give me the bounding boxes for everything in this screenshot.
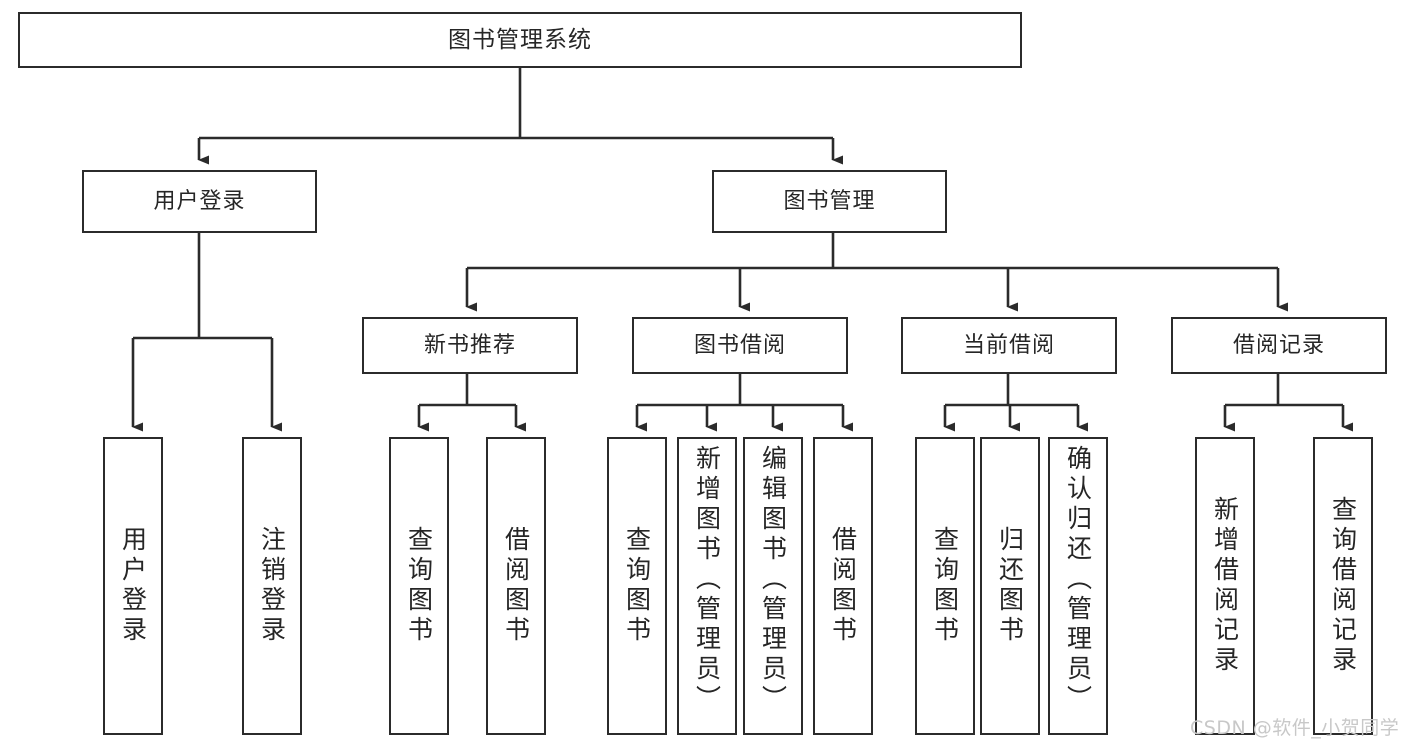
node-book-borrow[interactable]: 图书借阅: [632, 317, 848, 374]
node-leaf-add-borrow-record[interactable]: 新增借阅记录: [1195, 437, 1255, 735]
node-label: 借阅图书: [501, 526, 531, 646]
node-leaf-user-logout[interactable]: 注销登录: [242, 437, 302, 735]
node-label: 新书推荐: [423, 332, 516, 358]
node-leaf-add-book-admin[interactable]: 新增图书（管理员）: [677, 437, 737, 735]
node-label: 编辑图书（管理员）: [758, 445, 788, 715]
node-label: 确认归还（管理员）: [1063, 445, 1093, 715]
node-label: 当前借阅: [962, 332, 1055, 358]
node-label: 新增借阅记录: [1210, 496, 1240, 676]
node-leaf-query-book-borrow[interactable]: 查询图书: [607, 437, 667, 735]
node-book-manage[interactable]: 图书管理: [712, 170, 947, 233]
node-label: 新增图书（管理员）: [692, 445, 722, 715]
node-leaf-borrow-book-recommend[interactable]: 借阅图书: [486, 437, 546, 735]
node-label: 归还图书: [995, 526, 1025, 646]
node-label: 借阅图书: [828, 526, 858, 646]
node-borrow-record[interactable]: 借阅记录: [1171, 317, 1387, 374]
node-label: 查询借阅记录: [1328, 496, 1358, 676]
node-label: 查询图书: [404, 526, 434, 646]
node-label: 查询图书: [622, 526, 652, 646]
node-leaf-query-book-current[interactable]: 查询图书: [915, 437, 975, 735]
node-label: 图书借阅: [693, 332, 786, 358]
node-leaf-edit-book-admin[interactable]: 编辑图书（管理员）: [743, 437, 803, 735]
node-leaf-return-book[interactable]: 归还图书: [980, 437, 1040, 735]
node-new-book-recommend[interactable]: 新书推荐: [362, 317, 578, 374]
node-label: 借阅记录: [1232, 332, 1325, 358]
node-label: 查询图书: [930, 526, 960, 646]
node-root-book-management-system[interactable]: 图书管理系统: [18, 12, 1022, 68]
node-leaf-query-book-recommend[interactable]: 查询图书: [389, 437, 449, 735]
node-label: 用户登录: [153, 188, 246, 214]
node-label: 注销登录: [257, 526, 287, 646]
node-leaf-query-borrow-record[interactable]: 查询借阅记录: [1313, 437, 1373, 735]
node-label: 用户登录: [118, 526, 148, 646]
node-leaf-borrow-book-borrow[interactable]: 借阅图书: [813, 437, 873, 735]
node-label: 图书管理: [783, 188, 876, 214]
node-leaf-confirm-return-admin[interactable]: 确认归还（管理员）: [1048, 437, 1108, 735]
node-leaf-user-login[interactable]: 用户登录: [103, 437, 163, 735]
node-label: 图书管理系统: [448, 26, 592, 53]
node-current-borrow[interactable]: 当前借阅: [901, 317, 1117, 374]
node-user-login[interactable]: 用户登录: [82, 170, 317, 233]
